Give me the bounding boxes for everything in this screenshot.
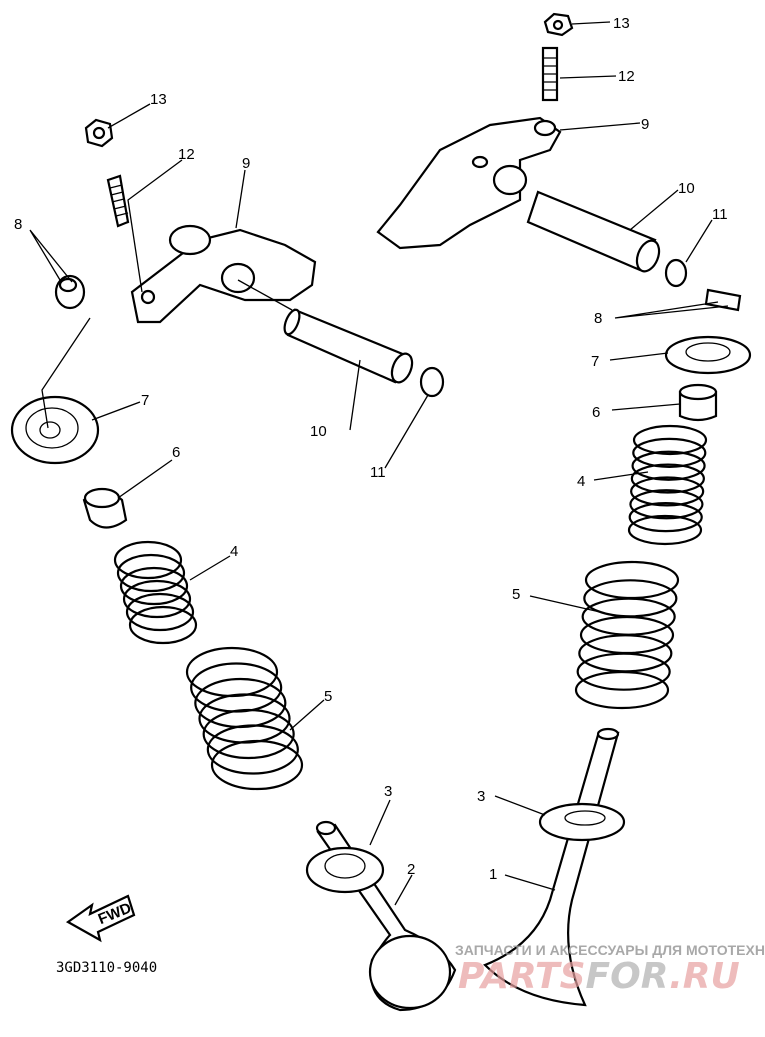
callout-7-right: 7 (591, 353, 599, 370)
spring-coil (630, 463, 705, 494)
callout-12-right: 12 (618, 68, 635, 85)
leader-lines (29, 21, 729, 906)
callout-13-left: 13 (150, 91, 167, 108)
callout-8-left: 8 (14, 216, 22, 233)
callout-10-left: 10 (310, 423, 327, 440)
callout-10-right: 10 (678, 180, 695, 197)
o-ring-right (664, 258, 688, 288)
spring-seat-left (305, 846, 385, 894)
spring-coil (122, 579, 192, 619)
callout-4-left: 4 (230, 543, 238, 560)
retainer-right (664, 335, 752, 375)
stud-right (541, 46, 559, 102)
callout-5-left: 5 (324, 688, 332, 705)
cotter-right (704, 288, 742, 312)
callout-9-left: 9 (242, 155, 250, 172)
spring-coil (125, 592, 195, 632)
spring-coil (632, 437, 707, 468)
callout-1-right: 1 (489, 866, 497, 883)
spring-coil (631, 450, 706, 481)
callout-12-left: 12 (178, 146, 195, 163)
retainer-left (10, 395, 100, 465)
spring-coil (627, 514, 703, 546)
stud-left (106, 174, 130, 228)
diagram-code: 3GD3110-9040 (56, 960, 157, 976)
spring-coil (210, 739, 304, 791)
callout-6-left: 6 (172, 444, 180, 461)
spring-coil (128, 605, 198, 645)
inner-spring-right (627, 424, 708, 546)
valve-seal-left (82, 487, 128, 529)
rocker-arm-left (130, 224, 317, 324)
callout-5-right: 5 (512, 586, 520, 603)
inner-spring-left (113, 540, 198, 645)
watermark: ЗАПЧАСТИ И АКСЕССУАРЫ ДЛЯ МОТОТЕХНИКИ PA… (455, 942, 765, 997)
spring-seat-right (538, 802, 626, 842)
spring-coil (630, 476, 705, 507)
spring-coil (628, 502, 703, 533)
nut-left (84, 118, 114, 148)
watermark-tagline: ЗАПЧАСТИ И АКСЕССУАРЫ ДЛЯ МОТОТЕХНИКИ (455, 942, 765, 958)
spring-coil (576, 652, 671, 691)
callout-3-right: 3 (477, 788, 485, 805)
callout-11-right: 11 (712, 206, 728, 223)
callout-13-right: 13 (613, 15, 630, 32)
spring-coil (629, 489, 704, 520)
nut-right (543, 12, 574, 37)
o-ring-left (419, 366, 445, 398)
valve-seal-right (678, 383, 718, 422)
callout-8-right: 8 (594, 310, 602, 327)
watermark-logo: PARTSFOR.RU (458, 956, 740, 997)
rocker-arm-right (376, 116, 562, 250)
rocker-shaft-right (526, 190, 661, 273)
spring-coil (206, 724, 299, 775)
rocker-shaft-left (237, 279, 414, 384)
callout-2-left: 2 (407, 861, 415, 878)
callout-4-right: 4 (577, 473, 585, 490)
callout-11-left: 11 (370, 464, 386, 481)
valve-right (483, 727, 620, 1007)
spring-coil (119, 566, 189, 606)
cotter-left (54, 274, 86, 310)
callout-3-left: 3 (384, 783, 392, 800)
outer-spring-left (185, 646, 304, 791)
spring-coil (574, 670, 670, 710)
spring-coil (202, 708, 295, 760)
spring-coil (632, 424, 708, 456)
callout-9-right: 9 (641, 116, 649, 133)
spring-coil (113, 540, 183, 580)
spring-coil (116, 553, 186, 593)
callout-6-right: 6 (592, 404, 600, 421)
outer-spring-right (574, 560, 680, 710)
callout-7-left: 7 (141, 392, 149, 409)
fwd-arrow-icon: FWD (65, 894, 136, 943)
